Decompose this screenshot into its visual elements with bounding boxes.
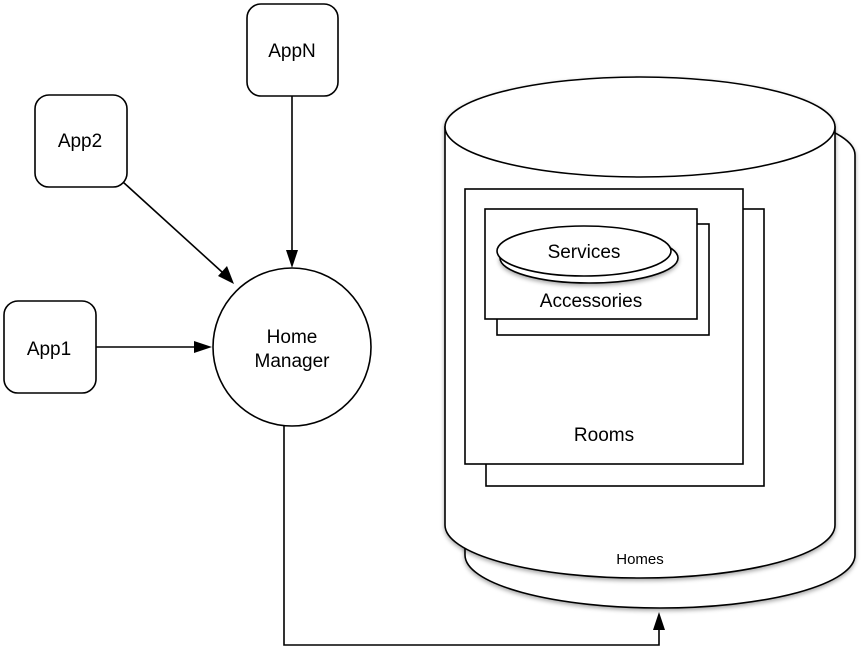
- edge-manager-to-homes: [283, 426, 665, 646]
- edge-app1-to-manager: [96, 341, 212, 353]
- arrowhead-icon: [218, 266, 234, 284]
- app-2-label: App2: [58, 131, 102, 152]
- app-n-label: AppN: [268, 41, 316, 62]
- home-manager-label-line1: Home: [267, 327, 318, 348]
- edge-app2-to-manager: [122, 181, 234, 284]
- homes-label: Homes: [616, 551, 664, 568]
- arrowhead-icon: [286, 250, 298, 268]
- app-1-node: App1: [3, 300, 97, 394]
- home-manager-label-line2: Manager: [255, 351, 331, 372]
- rooms-label: Rooms: [574, 425, 634, 446]
- app-2-node: App2: [34, 94, 128, 188]
- arrowhead-icon: [653, 612, 665, 630]
- services-label: Services: [548, 242, 621, 263]
- services-ellipse: [496, 225, 672, 277]
- edge-appn-to-manager: [286, 96, 298, 268]
- homes-cylinder-top: [444, 76, 836, 178]
- app-1-label: App1: [27, 339, 71, 360]
- arrowhead-icon: [194, 341, 212, 353]
- accessories-label: Accessories: [540, 291, 642, 312]
- app-n-node: AppN: [246, 3, 339, 97]
- home-manager-node: Home Manager: [212, 267, 372, 427]
